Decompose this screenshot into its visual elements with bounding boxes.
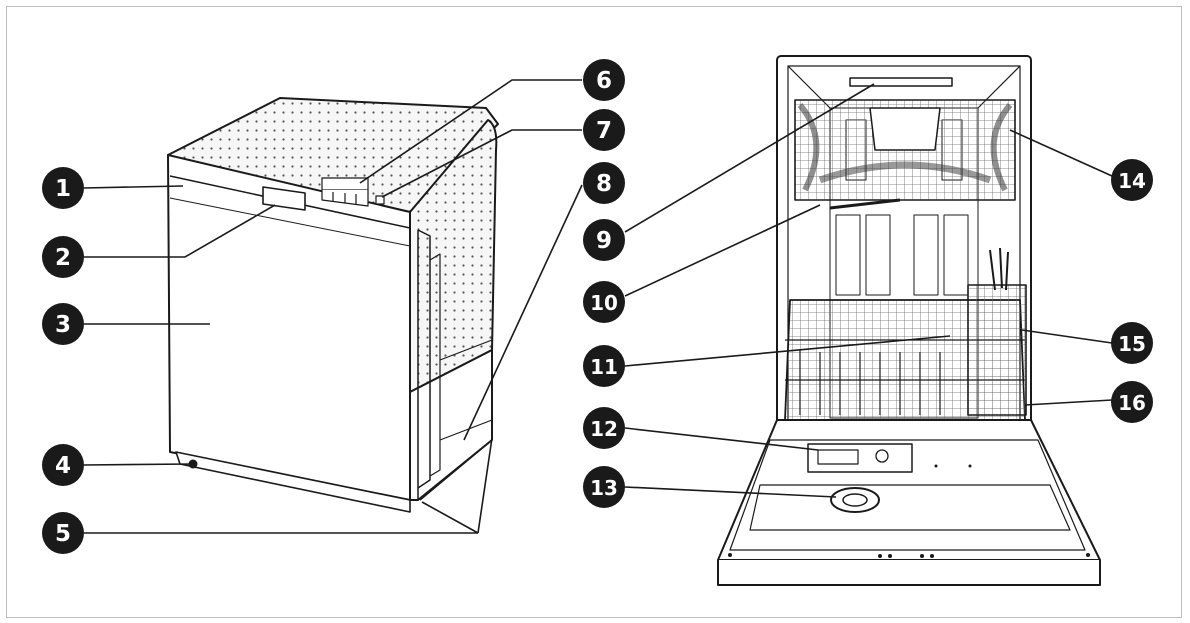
- leader-line-8: [463, 184, 583, 441]
- toe-kick: [175, 451, 411, 513]
- leader-line-4: [83, 463, 194, 466]
- open-door: [717, 419, 1101, 561]
- callout-badge-circle: [1111, 322, 1153, 364]
- callout-number: 2: [55, 245, 71, 271]
- callout-badge-circle: [583, 466, 625, 508]
- leader-lines: [83, 79, 1113, 534]
- callout-16: 16: [1111, 381, 1153, 423]
- callout-number: 6: [596, 68, 612, 94]
- leader-line-10: [624, 204, 821, 297]
- callout-badge-circle: [583, 407, 625, 449]
- callout-9: 9: [583, 219, 625, 261]
- callout-7: 7: [583, 109, 625, 151]
- callout-badge-circle: [583, 162, 625, 204]
- callout-number: 14: [1118, 169, 1146, 193]
- callout-number: 3: [55, 312, 71, 338]
- top-spray-arm: [849, 77, 953, 87]
- callout-13: 13: [583, 466, 625, 508]
- callout-badge-circle: [42, 444, 84, 486]
- callout-number: 11: [590, 355, 618, 379]
- leader-line-13: [624, 486, 837, 498]
- callout-number: 8: [596, 171, 612, 197]
- upper-rack: [794, 99, 1016, 201]
- callout-badge-circle: [42, 512, 84, 554]
- callout-badge-circle: [583, 219, 625, 261]
- open-dishwasher: [717, 55, 1101, 586]
- callout-badge-circle: [583, 109, 625, 151]
- callout-3: 3: [42, 303, 84, 345]
- leader-line-15: [1021, 329, 1113, 344]
- leader-line-11: [624, 335, 951, 367]
- callout-badge-circle: [42, 167, 84, 209]
- mid-spray-arm: [829, 198, 901, 210]
- callout-4: 4: [42, 444, 84, 486]
- leader-line-7: [381, 129, 582, 198]
- callout-badge-circle: [583, 345, 625, 387]
- door-handle: [262, 186, 306, 211]
- callout-2: 2: [42, 236, 84, 278]
- callout-badge-circle: [583, 59, 625, 101]
- leader-line-12: [624, 427, 819, 451]
- filter: [830, 487, 880, 513]
- control-buttons: [321, 177, 385, 207]
- callout-badge-circle: [42, 236, 84, 278]
- callout-badge-circle: [1111, 159, 1153, 201]
- callout-number: 1: [55, 176, 71, 202]
- callout-number: 5: [55, 521, 71, 547]
- callout-8: 8: [583, 162, 625, 204]
- callout-badge-circle: [1111, 381, 1153, 423]
- callout-5: 5: [42, 512, 84, 554]
- side-insulation: [409, 119, 498, 393]
- callout-number: 16: [1118, 391, 1146, 415]
- callout-14: 14: [1111, 159, 1153, 201]
- silverware-basket: [967, 247, 1027, 416]
- callout-number: 7: [596, 118, 612, 144]
- leader-line-5-2: [421, 501, 479, 534]
- callout-6: 6: [583, 59, 625, 101]
- detergent-dispenser: [807, 443, 913, 473]
- callout-number: 4: [55, 453, 71, 479]
- leader-line-9: [624, 83, 875, 233]
- closed-dishwasher: [167, 97, 499, 513]
- diagram-frame: [6, 6, 1182, 618]
- callout-number: 12: [590, 417, 618, 441]
- callout-number: 10: [590, 291, 618, 315]
- callout-11: 11: [583, 345, 625, 387]
- callout-15: 15: [1111, 322, 1153, 364]
- callout-number: 13: [590, 476, 618, 500]
- callout-number: 15: [1118, 332, 1146, 356]
- leader-line-5-3: [477, 437, 493, 534]
- leader-line-2: [84, 204, 276, 258]
- callout-badge-circle: [583, 281, 625, 323]
- callout-12: 12: [583, 407, 625, 449]
- callout-10: 10: [583, 281, 625, 323]
- callout-number: 9: [596, 228, 612, 254]
- leader-line-1: [83, 185, 184, 189]
- leader-line-14: [1009, 129, 1113, 177]
- callout-1: 1: [42, 167, 84, 209]
- callout-badge-circle: [42, 303, 84, 345]
- leader-line-16: [1024, 399, 1113, 406]
- leader-line-6: [359, 79, 582, 184]
